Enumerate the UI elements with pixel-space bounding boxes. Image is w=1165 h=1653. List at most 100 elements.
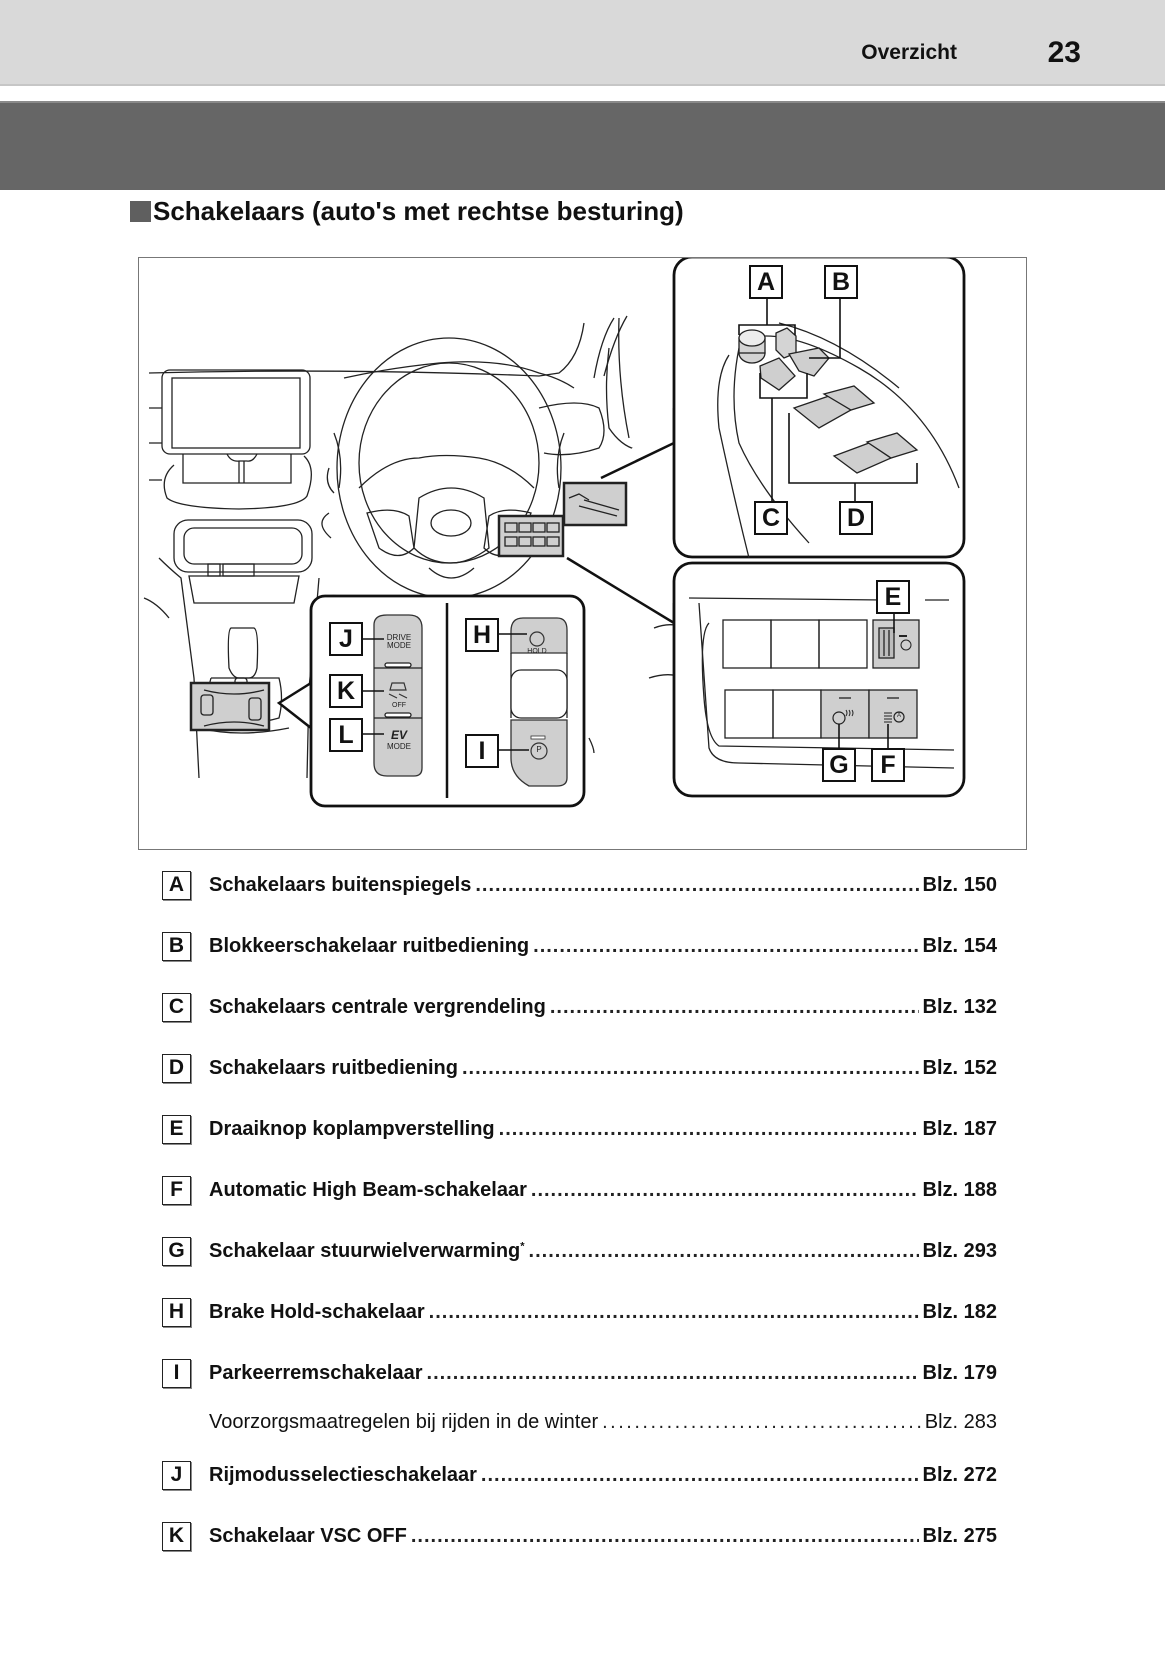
page-reference[interactable]: Blz. 182	[922, 1300, 997, 1323]
steering-heater-switch	[820, 689, 870, 739]
page-reference[interactable]: Blz. 150	[922, 873, 997, 896]
leader-dots: ........................................…	[426, 1361, 919, 1384]
index-row-h: H Brake Hold-schakelaar.................…	[162, 1297, 997, 1327]
brake-hold-switch	[510, 617, 568, 654]
steering-wheel-emblem	[430, 509, 472, 537]
mirror-adjust-knob	[738, 329, 766, 347]
index-label: Draaiknop koplampverstelling	[209, 1117, 495, 1140]
door-switch-thumbnail	[562, 481, 628, 527]
page-reference[interactable]: Blz. 275	[922, 1524, 997, 1547]
leader-dots: ........................................…	[475, 873, 918, 896]
page-reference[interactable]: Blz. 152	[922, 1056, 997, 1079]
index-row-e: E Draaiknop koplampverstelling..........…	[162, 1114, 997, 1144]
callout-d: D	[839, 501, 873, 535]
index-letter: I	[162, 1358, 191, 1388]
drive-mode-label: DRIVE MODE	[386, 633, 412, 651]
index-row-k: K Schakelaar VSC OFF....................…	[162, 1521, 997, 1551]
index-label: Schakelaars ruitbediening	[209, 1056, 458, 1079]
callout-j: J	[329, 622, 363, 656]
leader-dots: ........................................…	[480, 1463, 919, 1486]
infotainment-screen	[161, 369, 311, 455]
index-label: Schakelaar VSC OFF	[209, 1524, 407, 1547]
section-name: Overzicht	[861, 41, 957, 64]
leader-dots: ........................................…	[428, 1300, 919, 1323]
index-letter: E	[162, 1114, 191, 1144]
leader-dots: ........................................…	[528, 1239, 919, 1262]
drive-mode-switch-strip	[373, 614, 423, 777]
leader-dots: ........................................…	[410, 1524, 919, 1547]
index-row-j: J Rijmodusselectieschakelaar............…	[162, 1460, 997, 1490]
index-label: Brake Hold-schakelaar	[209, 1300, 425, 1323]
index-label: Schakelaar stuurwielverwarming*	[209, 1240, 525, 1263]
dashboard-outline	[148, 322, 585, 377]
index-letter: C	[162, 992, 191, 1022]
window-switch-rear-right	[865, 432, 919, 459]
leader-dots: ........................................…	[461, 1056, 919, 1079]
page-reference[interactable]: Blz. 132	[922, 995, 997, 1018]
index-label: Schakelaars buitenspiegels	[209, 873, 472, 896]
hold-icon	[529, 631, 545, 647]
index-label-text: Schakelaar stuurwielverwarming	[209, 1239, 521, 1262]
footnote-marker: *	[520, 1239, 525, 1252]
page-header: Overzicht 23	[0, 0, 1165, 86]
callout-h: H	[465, 618, 499, 652]
parking-brake-label: P	[536, 745, 542, 754]
vsc-off-icon	[388, 682, 408, 699]
page-reference[interactable]: Blz. 187	[922, 1117, 997, 1140]
index-row-i: I Parkeerremschakelaar..................…	[162, 1358, 997, 1388]
index-row-d: D Schakelaars ruitbediening.............…	[162, 1053, 997, 1083]
vsc-off-label: OFF	[392, 702, 406, 709]
index-letter: B	[162, 931, 191, 961]
leader-dots: ........................................…	[530, 1178, 919, 1201]
switch-panel-thumbnail	[497, 514, 565, 558]
callout-a: A	[749, 265, 783, 299]
callout-k: K	[329, 674, 363, 708]
parking-brake-switch	[510, 719, 568, 787]
headlamp-level-icon	[900, 639, 912, 651]
leader-dots: ........................................…	[498, 1117, 919, 1140]
auto-high-beam-icon	[893, 711, 905, 723]
blank-switch-3	[818, 619, 868, 669]
index-row-b: B Blokkeerschakelaar ruitbediening......…	[162, 931, 997, 961]
chapter-band	[0, 101, 1165, 190]
index-row-f: F Automatic High Beam-schakelaar........…	[162, 1175, 997, 1205]
callout-e: E	[876, 580, 910, 614]
index-letter: A	[162, 870, 191, 900]
index-letter: J	[162, 1460, 191, 1490]
callout-f: F	[871, 748, 905, 782]
square-bullet-icon	[130, 201, 151, 222]
leader-dots: ........................................…	[549, 995, 919, 1018]
index-label: Rijmodusselectieschakelaar	[209, 1463, 477, 1486]
index-row-a: A Schakelaars buitenspiegels............…	[162, 870, 997, 900]
page-reference[interactable]: Blz. 272	[922, 1463, 997, 1486]
index-label: Automatic High Beam-schakelaar	[209, 1178, 527, 1201]
dashboard-illustration	[143, 258, 966, 808]
index-label: Schakelaars centrale vergrendeling	[209, 995, 546, 1018]
window-lock-switch	[787, 347, 830, 377]
index-label: Voorzorgsmaatregelen bij rijden in de wi…	[209, 1410, 599, 1433]
index-letter: D	[162, 1053, 191, 1083]
hold-label: HOLD	[527, 648, 547, 655]
console-switch-thumbnail	[189, 681, 271, 732]
index-letter: G	[162, 1236, 191, 1266]
central-lock-switch	[759, 357, 796, 391]
callout-i: I	[465, 734, 499, 768]
auto-beam-label: A	[896, 713, 901, 719]
section-title: Schakelaars (auto's met rechtse besturin…	[130, 196, 684, 227]
callout-c: C	[754, 501, 788, 535]
center-vent	[173, 519, 313, 573]
page-number: 23	[1047, 36, 1081, 69]
page-reference[interactable]: Blz. 293	[922, 1239, 997, 1262]
page-reference[interactable]: Blz. 283	[924, 1410, 997, 1433]
index-letter: H	[162, 1297, 191, 1327]
page-reference[interactable]: Blz. 154	[922, 934, 997, 957]
section-title-text: Schakelaars (auto's met rechtse besturin…	[153, 196, 684, 226]
index-row-i-sub: Voorzorgsmaatregelen bij rijden in de wi…	[162, 1407, 997, 1437]
callout-b: B	[824, 265, 858, 299]
page-reference[interactable]: Blz. 179	[922, 1361, 997, 1384]
steering-wheel	[336, 337, 562, 599]
window-switch-front-right	[822, 385, 876, 411]
page-reference[interactable]: Blz. 188	[922, 1178, 997, 1201]
shift-lever	[227, 627, 259, 679]
index-letter: F	[162, 1175, 191, 1205]
